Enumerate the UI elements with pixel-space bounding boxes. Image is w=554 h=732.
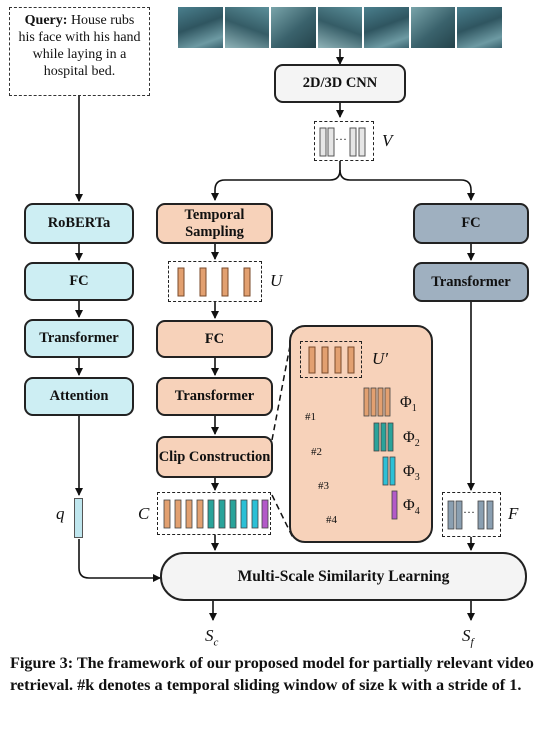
f-label: F <box>508 504 519 523</box>
phi-1-label: Φ1 <box>400 394 417 415</box>
scale-4-tag: #4 <box>326 514 337 526</box>
query-label: Query: <box>24 13 68 28</box>
phi-3-label: Φ3 <box>403 463 420 484</box>
q-feature-bar <box>74 498 83 538</box>
video-frame <box>410 7 456 48</box>
query-text: House rubs his face with his hand while … <box>18 13 141 79</box>
video-frame <box>178 7 223 48</box>
video-frame <box>364 7 409 48</box>
u-feature-box <box>168 261 262 302</box>
text-fc-box: FC <box>24 262 134 301</box>
u-label: U <box>270 271 283 290</box>
q-label: q <box>56 504 65 523</box>
v-ellipsis: ··· <box>335 132 347 146</box>
video-frames-strip <box>178 7 503 48</box>
c-feature-box <box>157 492 271 535</box>
frame-fc-box: FC <box>413 203 529 244</box>
video-frame <box>317 7 363 48</box>
sc-label: Sc <box>205 626 219 649</box>
similarity-learning-box: Multi-Scale Similarity Learning <box>160 552 527 601</box>
figure-caption: Figure 3: The framework of our proposed … <box>10 654 534 694</box>
query-box: Query: House rubs his face with his hand… <box>9 7 150 96</box>
f-feature-box: ··· <box>442 492 501 537</box>
text-transformer-box: Transformer <box>24 319 134 358</box>
cnn-box: 2D/3D CNN <box>274 64 406 103</box>
scale-3-tag: #3 <box>318 480 329 492</box>
temporal-sampling-box: Temporal Sampling <box>156 203 273 244</box>
v-feature-box: ··· <box>314 121 374 161</box>
scale-1-tag: #1 <box>305 411 316 423</box>
sf-label: Sf <box>462 626 474 649</box>
u-prime-bars <box>308 346 355 374</box>
f-bars <box>447 500 494 530</box>
frame-transformer-box: Transformer <box>413 262 529 302</box>
clip-fc-box: FC <box>156 320 273 358</box>
v-label: V <box>382 131 393 150</box>
v-frame-bars <box>319 127 366 157</box>
clip-transformer-box: Transformer <box>156 377 273 416</box>
clip-construction-box: Clip Construction <box>156 436 273 478</box>
roberta-box: RoBERTa <box>24 203 134 244</box>
video-frame <box>457 7 503 48</box>
phi-2-label: Φ2 <box>403 429 420 450</box>
attention-box: Attention <box>24 377 134 416</box>
u-prime-label: U′ <box>372 349 388 368</box>
u-prime-box <box>300 341 362 378</box>
u-bars <box>177 267 251 297</box>
scale-2-tag: #2 <box>311 446 322 458</box>
c-label: C <box>138 504 150 523</box>
f-ellipsis: ··· <box>463 505 475 519</box>
video-frame <box>224 7 270 48</box>
c-bars <box>163 499 269 529</box>
phi-4-label: Φ4 <box>403 497 420 518</box>
video-frame <box>271 7 316 48</box>
